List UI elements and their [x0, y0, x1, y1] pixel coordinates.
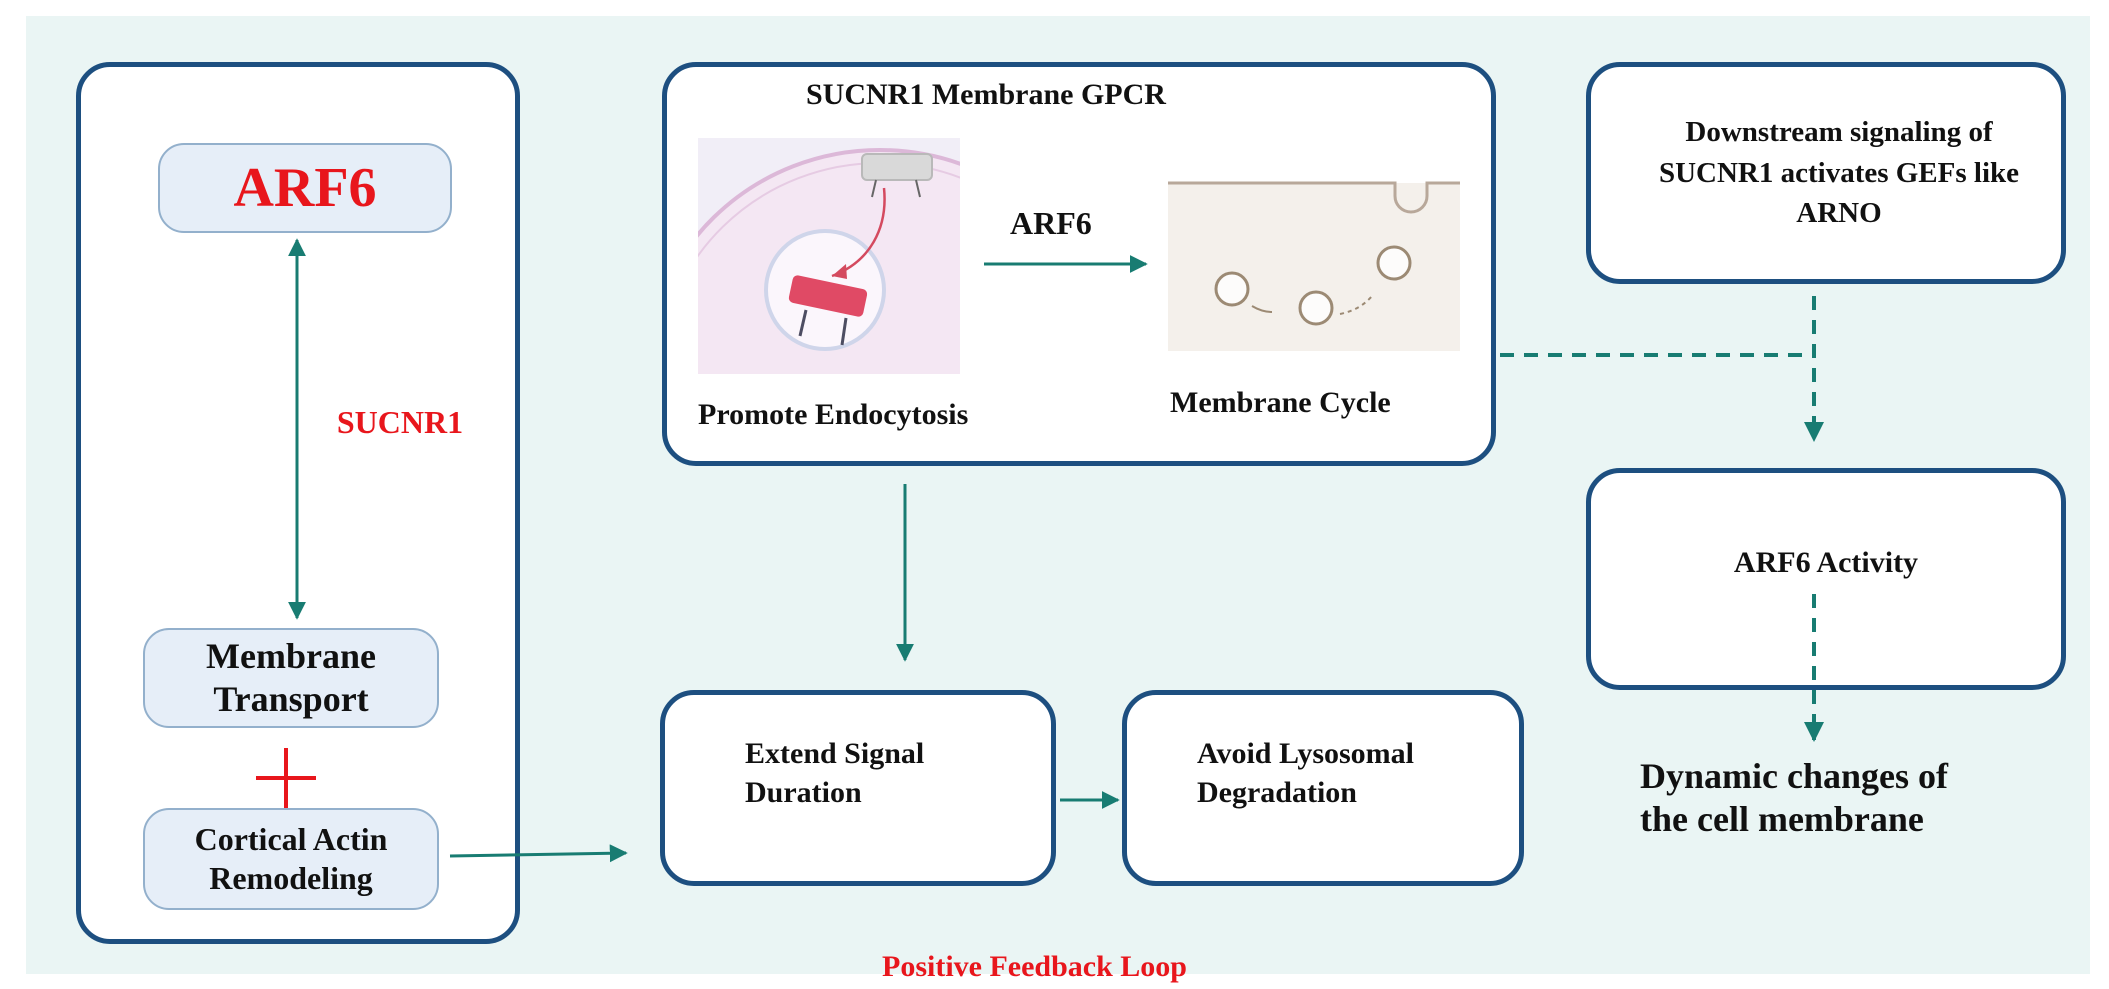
surface-receptor-icon: [861, 153, 933, 198]
vesicle-path-2: [1339, 295, 1373, 315]
sucnr1-link-label: SUCNR1: [336, 403, 464, 440]
arf6-node: ARF6: [158, 143, 452, 233]
membrane-transport-node: Membrane Transport: [143, 628, 439, 728]
dynamic-changes-outcome: Dynamic changes of the cell membrane: [1640, 756, 1948, 840]
vesicle-2: [1298, 290, 1334, 326]
internalized-receptor-icon: [788, 275, 868, 346]
actin-to-extend-arrow: [449, 844, 628, 863]
vesicle-1: [1214, 271, 1250, 307]
cortical-actin-node: Cortical Actin Remodeling: [143, 808, 439, 910]
membrane-surface: [1168, 181, 1460, 214]
vesicle-path-1: [1251, 305, 1273, 313]
positive-feedback-label: Positive Feedback Loop: [882, 950, 1187, 983]
arf6-arrow-label: ARF6: [1010, 205, 1092, 241]
endocytosis-caption: Promote Endocytosis: [698, 398, 969, 431]
avoid-lysosomal-box: Avoid Lysosomal Degradation: [1122, 690, 1524, 886]
gpcr-panel-title: SUCNR1 Membrane GPCR: [806, 78, 1166, 111]
extend-signal-box: Extend Signal Duration: [660, 690, 1056, 886]
membrane-cycle-caption: Membrane Cycle: [1170, 386, 1391, 419]
internalization-arrowhead: [832, 264, 847, 279]
downstream-signaling-box: Downstream signaling of SUCNR1 activates…: [1586, 62, 2066, 284]
vesicle-3: [1376, 245, 1412, 281]
arf6-activity-box: ARF6 Activity: [1586, 468, 2066, 690]
